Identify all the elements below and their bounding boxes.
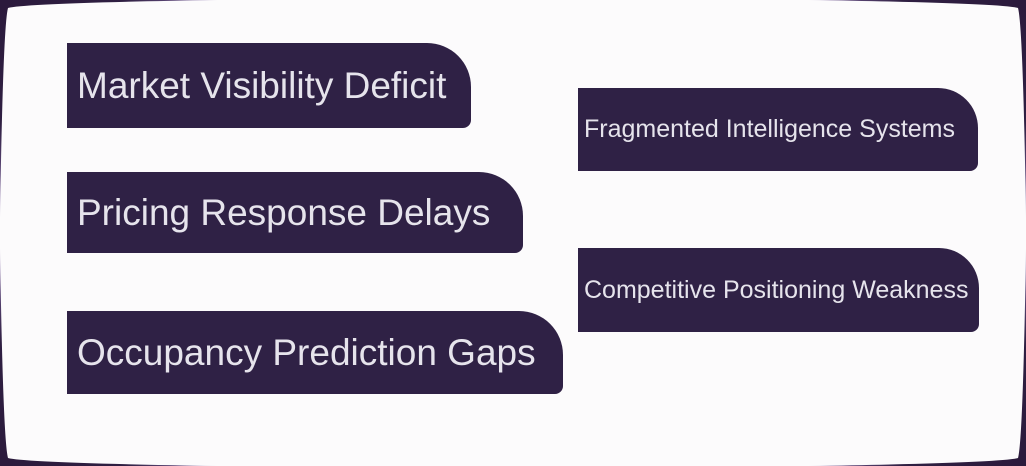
problem-box-label: Fragmented Intelligence Systems	[584, 115, 956, 143]
problem-box-competitive-positioning-weakness: Competitive Positioning Weakness	[578, 248, 979, 332]
problem-box-pricing-response-delays: Pricing Response Delays	[67, 172, 523, 253]
problem-box-fragmented-intelligence-systems: Fragmented Intelligence Systems	[578, 88, 978, 171]
problem-box-label: Pricing Response Delays	[77, 191, 491, 233]
problem-box-occupancy-prediction-gaps: Occupancy Prediction Gaps	[67, 311, 563, 394]
problem-box-market-visibility-deficit: Market Visibility Deficit	[67, 43, 471, 128]
problem-box-label: Market Visibility Deficit	[77, 64, 447, 106]
problem-box-label: Competitive Positioning Weakness	[584, 275, 969, 304]
problem-box-label: Occupancy Prediction Gaps	[77, 331, 536, 373]
